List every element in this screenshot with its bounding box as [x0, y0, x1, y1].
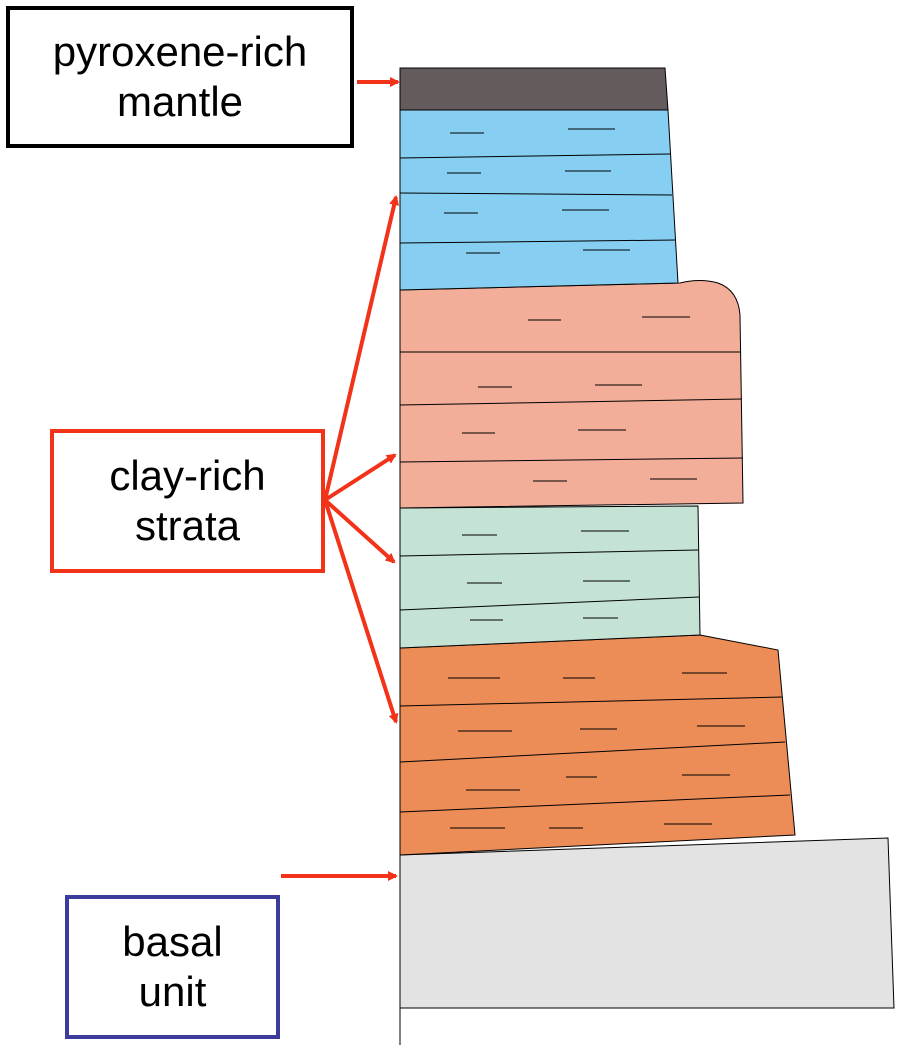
blue-strata-beds: [399, 153, 677, 244]
mantle-layer: [399, 67, 669, 111]
basal-label-line2: unit: [138, 968, 207, 1015]
clay-arrows: [323, 195, 400, 724]
basal-label-line1: basal: [122, 918, 223, 965]
blue-strata-texture: [444, 128, 630, 254]
mantle-label-line1: pyroxene-rich: [52, 28, 308, 75]
mantle-label-line2: mantle: [116, 78, 244, 125]
pink-strata-beds: [399, 351, 744, 463]
blue-strata: [399, 109, 679, 291]
mantle-label-box: pyroxene-rich mantle: [6, 6, 354, 148]
clay-label-line1: clay-rich: [109, 452, 266, 499]
clay-label-box: clay-rich strata: [50, 429, 325, 573]
basal-layer: [399, 837, 895, 1009]
basal-label-box: basal unit: [65, 895, 280, 1039]
clay-arrow-pink: [323, 453, 397, 502]
green-strata: [399, 505, 701, 649]
clay-arrow-green: [323, 498, 396, 564]
green-strata-beds: [399, 549, 700, 611]
clay-label-line2: strata: [134, 502, 241, 549]
orange-strata-texture: [448, 672, 745, 829]
clay-arrow-blue: [323, 195, 400, 501]
pink-strata-texture: [462, 316, 697, 482]
green-strata-texture: [462, 530, 630, 621]
orange-strata-beds: [399, 696, 791, 813]
clay-arrow-orange: [323, 499, 399, 724]
pink-strata: [399, 280, 744, 509]
